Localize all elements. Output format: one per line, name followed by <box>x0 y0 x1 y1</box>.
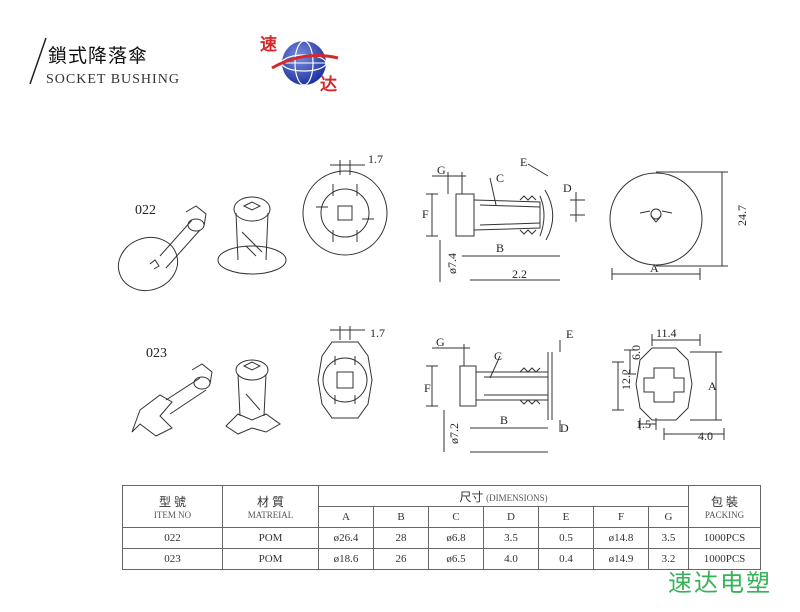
table-row: 023 POM ø18.6 26 ø6.5 4.0 0.4 ø14.9 3.2 … <box>122 548 761 570</box>
cell-A: ø26.4 <box>318 527 374 549</box>
cell-C: ø6.5 <box>428 548 484 570</box>
cell-F: ø14.9 <box>593 548 649 570</box>
dim-022-E: E <box>520 155 527 169</box>
cell-G: 3.5 <box>648 527 689 549</box>
cell-material: POM <box>222 548 319 570</box>
dim-023-F: F <box>424 381 431 395</box>
dim-023-C: C <box>494 349 502 363</box>
cell-item: 022 <box>122 527 223 549</box>
dim-023-top-width: 1.7 <box>370 326 385 340</box>
front-view-022 <box>302 160 388 256</box>
col-F: F <box>593 506 649 528</box>
title-chinese: 鎖式降落傘 <box>48 45 149 67</box>
dim-023-w2: 1.5 <box>636 417 651 431</box>
iso-view-023-a <box>131 363 213 437</box>
front-view-023 <box>317 326 373 419</box>
cell-E: 0.5 <box>538 527 594 549</box>
dim-022-F: F <box>422 207 429 221</box>
col-D: D <box>483 506 539 528</box>
side-view-023 <box>426 340 561 453</box>
col-C: C <box>428 506 484 528</box>
company-logo: 速 达 <box>260 34 339 94</box>
cell-item: 023 <box>122 548 223 570</box>
dim-023-E: E <box>566 327 573 341</box>
table-header-row: 型 號 ITEM NO 材 質 MATREIAL 尺寸 (DIMENSIONS)… <box>122 485 761 528</box>
cell-C: ø6.8 <box>428 527 484 549</box>
dim-022-A: A <box>650 261 659 275</box>
spec-table: 型 號 ITEM NO 材 質 MATREIAL 尺寸 (DIMENSIONS)… <box>122 485 761 570</box>
col-E: E <box>538 506 594 528</box>
iso-view-022-a <box>117 205 207 291</box>
dim-023-G: G <box>436 335 445 349</box>
logo-char-bottom: 达 <box>320 74 337 94</box>
logo-char-top: 速 <box>260 34 277 55</box>
dim-022-height: 24.7 <box>735 205 749 226</box>
col-A: A <box>318 506 374 528</box>
side-view-022 <box>426 163 585 282</box>
dim-023-A: A <box>708 379 717 393</box>
iso-view-023-b <box>225 359 281 435</box>
watermark-text: 速达电塑 <box>668 569 772 597</box>
dim-023-h2: 12.2 <box>619 369 633 390</box>
dim-023-h1: 6.0 <box>629 345 643 360</box>
technical-drawings: 022 1.7 <box>117 152 749 453</box>
cell-D: 3.5 <box>483 527 539 549</box>
dim-023-w1: 11.4 <box>656 326 677 340</box>
col-G: G <box>648 506 689 528</box>
model-label-023: 023 <box>146 346 167 361</box>
cell-F: ø14.8 <box>593 527 649 549</box>
cell-D: 4.0 <box>483 548 539 570</box>
cell-B: 26 <box>373 548 429 570</box>
end-view-023 <box>612 334 725 440</box>
cell-packing: 1000PCS <box>688 527 761 549</box>
title-english: SOCKET BUSHING <box>46 72 180 87</box>
header-slash <box>29 37 47 85</box>
dim-023-D: D <box>560 421 569 435</box>
dim-022-top-width: 1.7 <box>368 152 383 166</box>
dim-022-C: C <box>496 171 504 185</box>
dim-022-dia: ø7.4 <box>445 253 459 274</box>
dim-022-len: 2.2 <box>512 267 527 281</box>
cell-A: ø18.6 <box>318 548 374 570</box>
header-dimensions: 尺寸 (DIMENSIONS) <box>318 485 689 507</box>
header-material: 材 質 MATREIAL <box>222 485 319 528</box>
header-item: 型 號 ITEM NO <box>122 485 223 528</box>
table-row: 022 POM ø26.4 28 ø6.8 3.5 0.5 ø14.8 3.5 … <box>122 527 761 549</box>
dim-023-w3: 4.0 <box>698 429 713 443</box>
iso-view-022-b <box>217 196 287 275</box>
cell-E: 0.4 <box>538 548 594 570</box>
dim-022-G: G <box>437 163 446 177</box>
dim-023-B: B <box>500 413 508 427</box>
cell-packing: 1000PCS <box>688 548 761 570</box>
col-B: B <box>373 506 429 528</box>
model-label-022: 022 <box>135 203 156 218</box>
dim-023-dia: ø7.2 <box>447 423 461 444</box>
cell-B: 28 <box>373 527 429 549</box>
dim-022-B: B <box>496 241 504 255</box>
cell-material: POM <box>222 527 319 549</box>
dim-022-D: D <box>563 181 572 195</box>
end-view-022 <box>609 171 728 280</box>
header-packing: 包 裝 PACKING <box>688 485 761 528</box>
table-dim-columns: A B C D E F G <box>123 506 761 528</box>
